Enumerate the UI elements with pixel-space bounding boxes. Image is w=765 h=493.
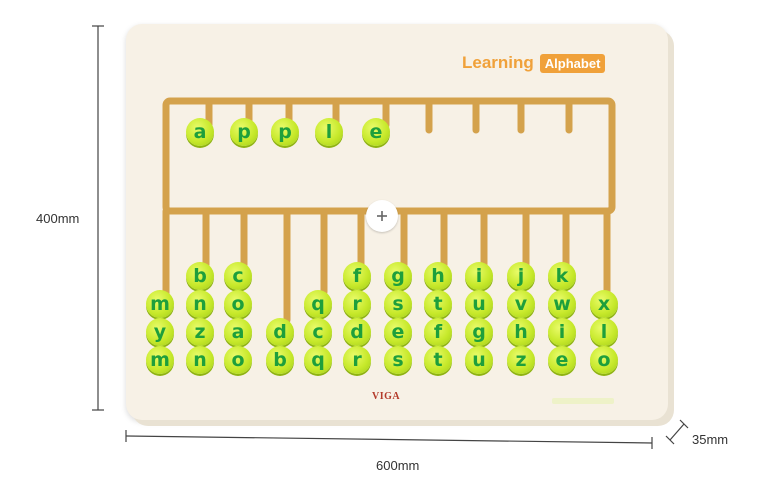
- letter-bead[interactable]: b: [186, 262, 214, 290]
- letter-bead[interactable]: q: [304, 346, 332, 374]
- letter-bead[interactable]: b: [266, 346, 294, 374]
- letter-bead[interactable]: z: [186, 318, 214, 346]
- dimension-width-label: 600mm: [376, 458, 420, 473]
- letter-bead[interactable]: r: [343, 346, 371, 374]
- letter-bead[interactable]: e: [548, 346, 576, 374]
- letter-bead[interactable]: o: [224, 346, 252, 374]
- letter-bead[interactable]: g: [384, 262, 412, 290]
- letter-bead[interactable]: x: [590, 290, 618, 318]
- letter-bead[interactable]: o: [224, 290, 252, 318]
- letter-bead[interactable]: m: [146, 346, 174, 374]
- board-title: Learning Alphabet: [462, 52, 606, 74]
- letter-bead[interactable]: w: [548, 290, 576, 318]
- brand-logo-text: VIGA: [372, 391, 401, 402]
- letter-bead[interactable]: l: [590, 318, 618, 346]
- letter-bead[interactable]: p: [230, 118, 258, 146]
- letter-bead[interactable]: q: [304, 290, 332, 318]
- dimension-height: [92, 25, 104, 411]
- letter-bead[interactable]: t: [424, 346, 452, 374]
- letter-bead[interactable]: c: [224, 262, 252, 290]
- center-knob[interactable]: [366, 200, 398, 232]
- letter-bead[interactable]: y: [146, 318, 174, 346]
- letter-bead[interactable]: t: [424, 290, 452, 318]
- letter-bead[interactable]: f: [424, 318, 452, 346]
- letter-bead[interactable]: d: [343, 318, 371, 346]
- letter-bead[interactable]: m: [146, 290, 174, 318]
- letter-bead[interactable]: s: [384, 346, 412, 374]
- dimension-depth-label: 35mm: [692, 432, 729, 447]
- letter-bead[interactable]: n: [186, 346, 214, 374]
- letter-bead[interactable]: l: [315, 118, 343, 146]
- letter-bead[interactable]: c: [304, 318, 332, 346]
- letter-bead[interactable]: u: [465, 290, 493, 318]
- letter-bead[interactable]: j: [507, 262, 535, 290]
- plus-icon: [377, 211, 387, 221]
- letter-bead[interactable]: i: [465, 262, 493, 290]
- letter-bead[interactable]: n: [186, 290, 214, 318]
- letter-bead[interactable]: o: [590, 346, 618, 374]
- letter-bead[interactable]: r: [343, 290, 371, 318]
- letter-bead[interactable]: e: [362, 118, 390, 146]
- dimension-width: [125, 430, 653, 449]
- dimension-depth: [665, 419, 689, 445]
- letter-bead[interactable]: z: [507, 346, 535, 374]
- letter-bead[interactable]: h: [424, 262, 452, 290]
- letter-bead[interactable]: v: [507, 290, 535, 318]
- title-learning: Learning: [462, 53, 534, 72]
- letter-bead[interactable]: a: [186, 118, 214, 146]
- letter-bead[interactable]: p: [271, 118, 299, 146]
- letter-bead[interactable]: k: [548, 262, 576, 290]
- letter-bead[interactable]: h: [507, 318, 535, 346]
- letter-bead[interactable]: d: [266, 318, 294, 346]
- letter-bead[interactable]: a: [224, 318, 252, 346]
- letter-bead[interactable]: u: [465, 346, 493, 374]
- letter-bead[interactable]: f: [343, 262, 371, 290]
- letter-bead[interactable]: i: [548, 318, 576, 346]
- dimension-height-label: 400mm: [36, 211, 80, 226]
- letter-bead[interactable]: g: [465, 318, 493, 346]
- title-alphabet-badge: Alphabet: [539, 53, 606, 73]
- letter-bead[interactable]: s: [384, 290, 412, 318]
- slot-strip: [552, 398, 614, 404]
- letter-bead[interactable]: e: [384, 318, 412, 346]
